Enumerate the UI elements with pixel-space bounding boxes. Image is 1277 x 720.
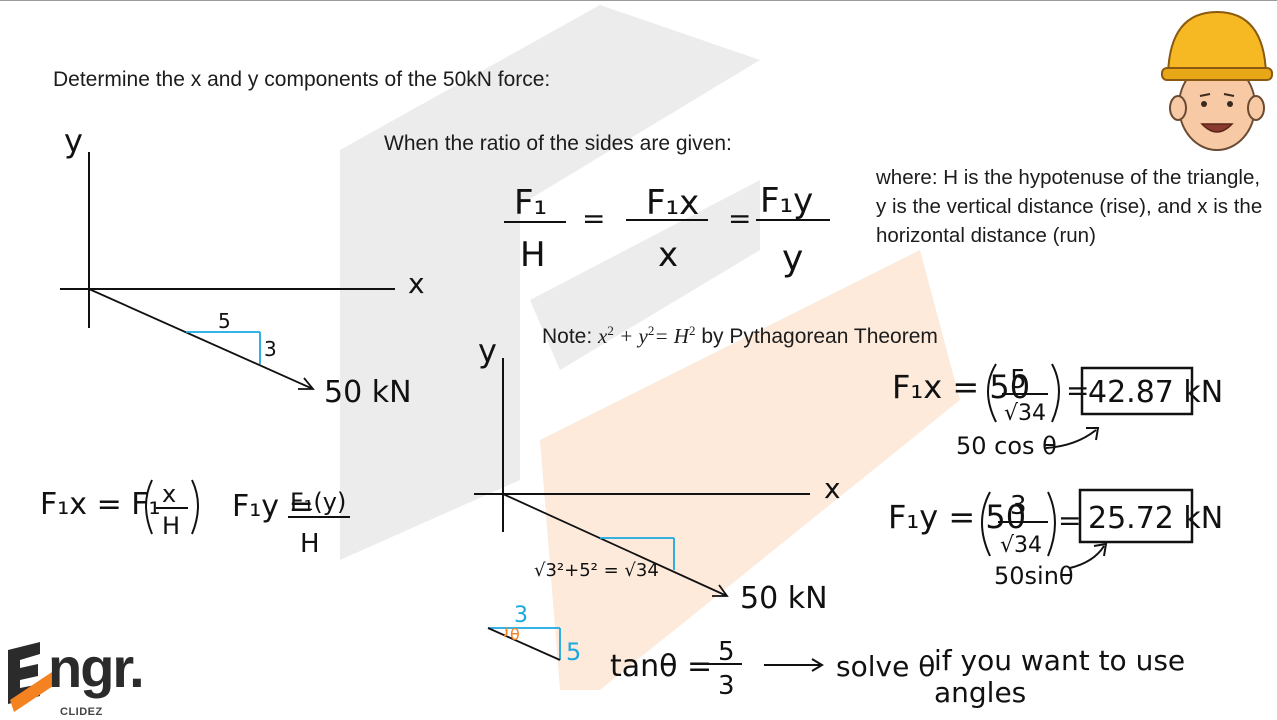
ratio-h: H: [520, 235, 546, 275]
f1x-definition: F₁x = F₁: [40, 487, 161, 522]
left-y-axis-label: y: [64, 122, 83, 160]
fx-den: √34: [1004, 401, 1046, 426]
fx-value: 42.87 kN: [1088, 375, 1223, 410]
component-formulas: F₁x = F₁ x H F₁y = F₁(y) H: [40, 479, 350, 559]
note-suffix: by Pythagorean Theorem: [701, 325, 938, 348]
problem-statement: Determine the x and y components of the …: [53, 68, 551, 91]
left-rise-label: 3: [264, 337, 277, 361]
fx-result: F₁x = 50 5 √34 = 42.87 kN 50 cos θ: [892, 363, 1223, 460]
note-prefix: Note:: [542, 325, 593, 348]
ratio-y: y: [782, 238, 803, 279]
pythagorean-note: Note: x2 + y2= H2 by Pythagorean Theorem: [542, 323, 938, 349]
brand-sub: CLIDEZ: [60, 706, 103, 718]
angles-text: angles: [934, 676, 1026, 709]
ratio-f1: F₁: [514, 183, 547, 223]
right-force-label: 50 kN: [740, 581, 828, 616]
hypotenuse-label: √3²+5² = √34: [534, 560, 659, 581]
fy-sin: 50sinθ: [994, 562, 1074, 590]
f1y-num: F₁(y): [290, 488, 346, 516]
top-border: [0, 0, 1277, 1]
ratio-formula: F₁ H = F₁x x = F₁y y: [504, 181, 830, 279]
tan-label: tanθ =: [610, 649, 712, 684]
brand-logo-text: ngr.: [48, 636, 145, 699]
f1x-frac-den: H: [162, 512, 180, 540]
note-equation: x2 + y2= H2: [598, 323, 696, 348]
fy-result: F₁y = 50 3 √34 = 25.72 kN 50sinθ: [888, 488, 1223, 590]
angle-theta-label: θ: [510, 625, 520, 644]
svg-text:=: =: [1066, 374, 1089, 407]
left-diagram: [60, 152, 395, 390]
fy-den: √34: [1000, 533, 1042, 558]
watermark-logo: [340, 5, 960, 690]
angle-triangle-top: 3: [514, 603, 528, 628]
f1y-definition: F₁y =: [232, 489, 314, 524]
fx-lhs: F₁x = 50: [892, 368, 1030, 406]
right-y-axis-label: y: [478, 332, 497, 370]
left-slope-triangle: [186, 331, 261, 364]
angle-triangle: [487, 627, 561, 661]
tan-note: tanθ = 5 3 solve θ if you want to use an…: [610, 637, 1185, 709]
right-slope-triangle: [600, 537, 675, 570]
solve-text: solve θ: [836, 650, 935, 683]
left-force-label: 50 kN: [324, 375, 412, 410]
where-explanation: where: H is the hypotenuse of the triang…: [876, 166, 1263, 247]
left-run-label: 5: [218, 309, 231, 333]
fy-value: 25.72 kN: [1088, 501, 1223, 536]
angle-triangle-side: 5: [566, 638, 581, 666]
ratio-eq2: =: [728, 202, 751, 235]
ratio-heading: When the ratio of the sides are given:: [384, 132, 732, 155]
fx-cos: 50 cos θ: [956, 432, 1057, 460]
fy-lhs: F₁y = 50: [888, 498, 1026, 536]
svg-text:=: =: [1058, 504, 1081, 537]
ratio-x: x: [658, 235, 678, 275]
fx-num: 5: [1010, 365, 1027, 395]
arrow-icon: [811, 658, 824, 672]
tan-den: 3: [718, 671, 735, 701]
f1y-den: H: [300, 529, 320, 559]
fy-answer-box: [1078, 488, 1194, 544]
ratio-f1x: F₁x: [646, 183, 699, 223]
fx-answer-box: [1080, 366, 1194, 416]
right-x-axis-label: x: [824, 472, 841, 505]
ratio-eq1: =: [582, 202, 605, 235]
f1x-frac-num: x: [162, 480, 176, 508]
left-x-axis-label: x: [408, 267, 425, 300]
engineer-mascot-icon: [1161, 10, 1273, 151]
if-text: if you want to use: [934, 644, 1185, 677]
fy-num: 3: [1010, 491, 1027, 521]
tan-num: 5: [718, 637, 735, 667]
brand-logo-mark: [8, 642, 56, 712]
ratio-f1y: F₁y: [760, 181, 813, 221]
right-diagram: [474, 358, 810, 597]
